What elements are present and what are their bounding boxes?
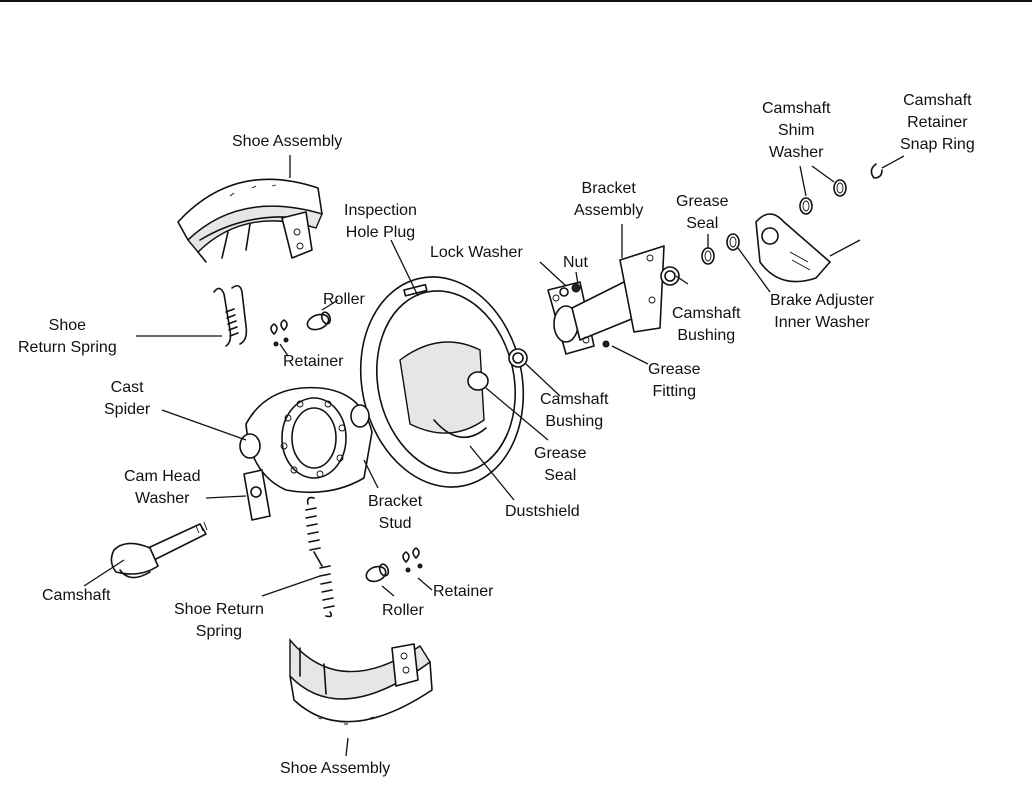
label-cam-head-washer: Cam Head Washer xyxy=(124,468,201,507)
roller-top-part xyxy=(306,311,332,331)
brake-adjuster-part xyxy=(755,213,831,283)
roller-bottom-part xyxy=(365,563,390,583)
label-grease-seal-mid: Grease Seal xyxy=(534,445,587,484)
label-retainer-bottom: Retainer xyxy=(433,583,494,600)
cam-head-washer-part xyxy=(243,469,271,521)
label-bracket-assembly: Bracket Assembly xyxy=(574,180,644,219)
retainer-top-part xyxy=(270,319,289,347)
retainer-bottom-part xyxy=(402,547,423,573)
label-bracket-stud: Bracket Stud xyxy=(368,493,423,532)
label-shoe-assembly-top: Shoe Assembly xyxy=(232,133,343,150)
nut-part xyxy=(571,283,581,293)
dustshield-part xyxy=(359,276,525,488)
label-grease-fitting: Grease Fitting xyxy=(648,361,701,400)
label-retainer-top: Retainer xyxy=(283,353,344,370)
camshaft-bushing-mid-part xyxy=(508,348,528,368)
top-rule xyxy=(0,0,1032,2)
label-nut: Nut xyxy=(563,254,588,271)
label-inspection-hole-plug: Inspection Hole Plug xyxy=(344,202,417,241)
label-roller-top: Roller xyxy=(323,291,365,308)
label-shoe-assembly-bottom: Shoe Assembly xyxy=(280,760,391,777)
label-camshaft-bushing-right: Camshaft Bushing xyxy=(672,305,741,344)
label-brake-adjuster-inner-washer: Brake Adjuster Inner Washer xyxy=(770,292,875,331)
label-camshaft-retainer-snap-ring: Camshaft Retainer Snap Ring xyxy=(900,92,975,153)
grease-fitting-part xyxy=(602,340,610,348)
label-camshaft: Camshaft xyxy=(42,587,111,604)
camshaft-part xyxy=(110,521,208,579)
camshaft-bushing-right-part xyxy=(660,266,680,286)
label-lock-washer: Lock Washer xyxy=(430,244,523,261)
lock-washer-part xyxy=(559,287,569,297)
leader-lines xyxy=(83,155,905,757)
shoe-return-spring-left-part xyxy=(213,284,248,347)
label-cast-spider: Cast Spider xyxy=(104,379,151,418)
shoe-assembly-bottom-part xyxy=(289,638,433,725)
brake-adjuster-inner-washer-part xyxy=(726,233,740,251)
label-camshaft-bushing-mid: Camshaft Bushing xyxy=(540,391,609,430)
shoe-return-spring-bottom-part xyxy=(305,496,335,618)
shoe-assembly-top-part xyxy=(177,178,323,263)
label-roller-bottom: Roller xyxy=(382,602,424,619)
label-dustshield: Dustshield xyxy=(505,503,580,520)
bracket-assembly-part xyxy=(547,245,665,355)
camshaft-shim-washer-part xyxy=(799,179,847,215)
label-camshaft-shim-washer: Camshaft Shim Washer xyxy=(762,100,831,161)
label-shoe-return-spring-left: Shoe Return Spring xyxy=(18,317,117,356)
label-shoe-return-spring-bottom: Shoe Return Spring xyxy=(174,601,264,640)
label-grease-seal-top: Grease Seal xyxy=(676,193,729,232)
grease-seal-top-part xyxy=(701,247,715,265)
camshaft-retainer-snap-ring-part xyxy=(870,163,883,179)
cast-spider-part xyxy=(239,386,373,494)
